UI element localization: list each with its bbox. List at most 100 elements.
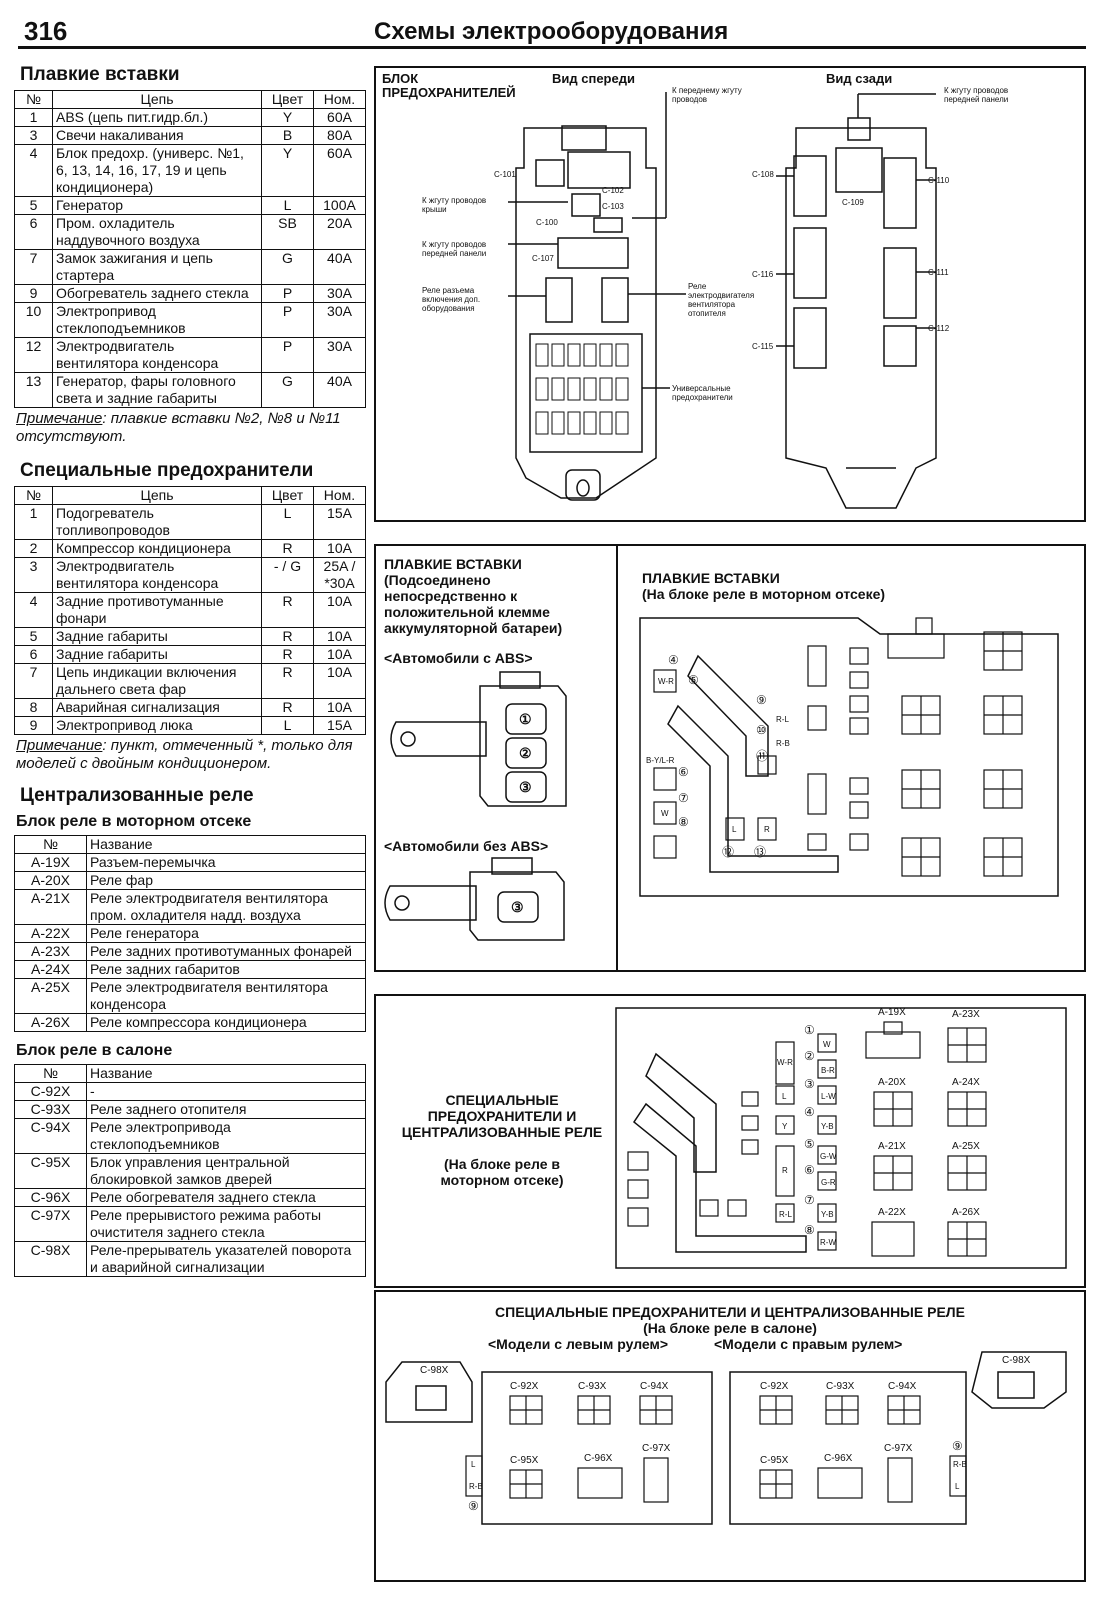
figure-title: ПЛАВКИЕ ВСТАВКИ (384, 556, 522, 572)
left-hand-label: <Модели с левым рулем> (488, 1336, 669, 1352)
table-cell: A-19X (14, 853, 87, 872)
fuse-mark: ⑧ (804, 1223, 815, 1237)
rear-view-label: Вид сзади (826, 71, 893, 86)
table-cell: 3 (14, 557, 53, 593)
table-cell: Электродвигатель вентилятора конденсора (52, 557, 262, 593)
table-cell: C-98X (14, 1241, 87, 1277)
table-cell: Реле задних противотуманных фонарей (86, 942, 366, 961)
table-cell: Реле обогревателя заднего стекла (86, 1188, 366, 1207)
callout: К жгуту проводов передней панели (944, 86, 1009, 104)
table-cell: Электродвигатель вентилятора конденсора (52, 337, 262, 373)
table-cell: P (261, 284, 314, 303)
table-cell: C-97X (14, 1206, 87, 1242)
table-cell: Реле электродвигателя вентилятора конден… (86, 978, 366, 1014)
wire-code: R-L (776, 715, 789, 724)
table-cell: Электропривод стеклоподъемников (52, 302, 262, 338)
fuse-mark: ⑨ (756, 693, 767, 707)
table-cell: Реле компрессора кондиционера (86, 1013, 366, 1032)
note-text: : пункт, отмеченный *, только для моделе… (16, 737, 353, 772)
fuse-mark: ⑤ (804, 1137, 815, 1151)
table-cell: B (261, 126, 314, 145)
relay-label: C-94X (640, 1381, 669, 1392)
table-cell: A-20X (14, 871, 87, 890)
table-cell: 5 (14, 196, 53, 215)
relay-label: A-20X (878, 1077, 906, 1088)
table-cell: Реле задних габаритов (86, 960, 366, 979)
fuse-mark: ⑪ (756, 749, 769, 763)
table-cell: 9 (14, 716, 53, 735)
table-cell: 2 (14, 539, 53, 558)
no-abs-label: <Автомобили без ABS> (384, 838, 549, 854)
callout: C-107 (532, 254, 554, 263)
table-cell: R (261, 592, 314, 628)
table-cell: A-21X (14, 889, 87, 925)
table-cell: R (261, 539, 314, 558)
relay-label: C-92X (510, 1381, 539, 1392)
table-cell: 6 (14, 645, 53, 664)
relay-label: C-95X (510, 1455, 539, 1466)
fuse-mark: ⑥ (804, 1163, 815, 1177)
figure-subtitle: (Подсоединено непосредственно к положите… (384, 572, 563, 636)
wire-code: B-R (821, 1066, 835, 1075)
callout: К жгуту проводов крыши (422, 196, 487, 214)
table-cell: R (261, 645, 314, 664)
table-cell: Реле генератора (86, 924, 366, 943)
abs-label: <Автомобили с ABS> (384, 650, 533, 666)
fuse-mark: ④ (668, 653, 679, 667)
fuse-mark: ⑦ (804, 1193, 815, 1207)
special-fuses-note: Примечание: пункт, отмеченный *, только … (16, 737, 366, 773)
fuse-mark: ① (519, 711, 532, 727)
relays-heading: Централизованные реле (20, 785, 254, 806)
col-color: Цвет (261, 90, 314, 109)
wire-code: L (732, 825, 737, 834)
table-cell: Генератор, фары головного света и задние… (52, 372, 262, 408)
wire-code: Y (782, 1122, 788, 1131)
fuse-mark: ⑩ (756, 723, 767, 737)
table-cell: Разъем-перемычка (86, 853, 366, 872)
table-cell: Цепь индикации включения дальнего света … (52, 663, 262, 699)
callout: C-108 (752, 170, 774, 179)
relay-label: A-22X (878, 1207, 906, 1218)
wire-code: G-R (821, 1178, 836, 1187)
fuse-mark: ⑤ (688, 673, 699, 687)
table-cell: G (261, 372, 314, 408)
table-cell: Задние габариты (52, 627, 262, 646)
wire-code: R-B (469, 1482, 483, 1491)
fuse-mark: ③ (804, 1077, 815, 1091)
table-cell: C-96X (14, 1188, 87, 1207)
page-header: 316 Схемы электрооборудования (18, 12, 1086, 49)
table-cell: P (261, 302, 314, 338)
wire-code: Y-B (821, 1122, 834, 1131)
table-row: C-92X- (14, 1082, 366, 1101)
table-cell: Замок зажигания и цепь стартера (52, 249, 262, 285)
table-cell: 40A (313, 372, 366, 408)
table-cell: G (261, 249, 314, 285)
relay-label: C-97X (884, 1443, 913, 1454)
table-cell: 5 (14, 627, 53, 646)
wire-code: R-B (953, 1460, 967, 1469)
relay-label: A-26X (952, 1207, 980, 1218)
table-cell: 25A / *30A (313, 557, 366, 593)
col-number: № (14, 486, 53, 505)
wire-code: R-B (776, 739, 790, 748)
special-cabin-figure: СПЕЦИАЛЬНЫЕ ПРЕДОХРАНИТЕЛИ И ЦЕНТРАЛИЗОВ… (374, 1290, 1086, 1582)
table-cell: R (261, 698, 314, 717)
table-cell: Y (261, 108, 314, 127)
wire-code: L (471, 1460, 476, 1469)
col-number: № (14, 835, 87, 854)
table-cell: 7 (14, 663, 53, 699)
figure-subtitle: (На блоке реле в моторном отсеке) (642, 586, 886, 602)
